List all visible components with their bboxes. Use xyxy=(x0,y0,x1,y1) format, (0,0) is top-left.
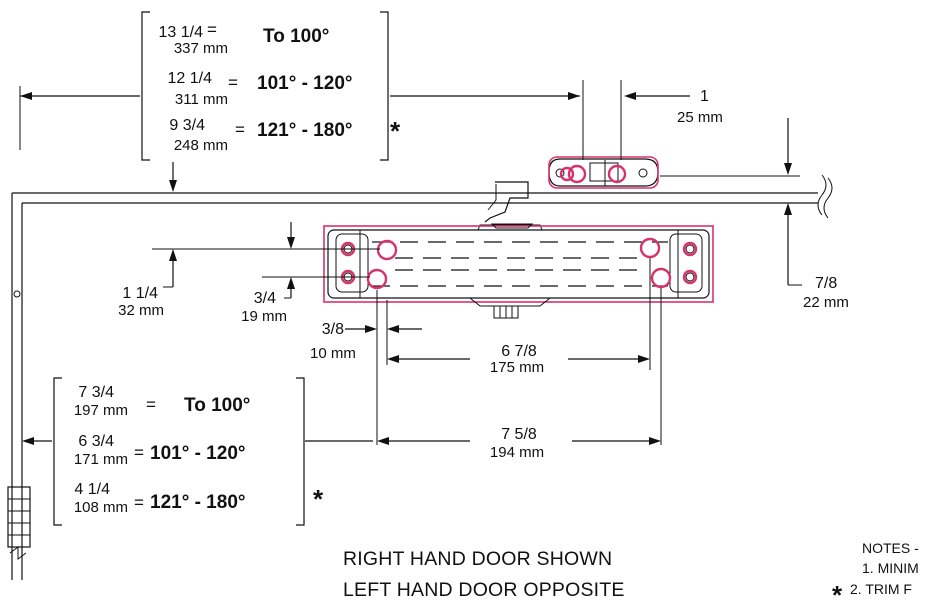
top-row2-angle: 101° - 120° xyxy=(257,73,352,94)
dim-1-mm-label: 25 mm xyxy=(677,109,723,126)
top-row1-mm: 337 mm xyxy=(174,40,228,57)
top-row1-equals: = xyxy=(207,20,217,39)
dim-1-1-4-mm-label: 32 mm xyxy=(118,302,164,319)
bottom-row2-mm: 171 mm xyxy=(74,451,128,468)
dim-7-5-8-mm-label: 194 mm xyxy=(490,444,544,461)
dim-3-8-inch-label: 3/8 xyxy=(322,321,344,338)
dim-7-8-inch-label: 7/8 xyxy=(815,275,837,292)
notes-item-1: 1. MINIM xyxy=(862,560,919,576)
top-spacing-table: 13 1/4 = 337 mm To 100° 12 1/4 = 311 mm … xyxy=(141,11,401,161)
top-row2-mm: 311 mm xyxy=(175,91,228,108)
top-table-star: * xyxy=(390,116,401,146)
dim-3-8-mm-label: 10 mm xyxy=(310,345,356,362)
arm-linkage xyxy=(477,181,543,231)
top-row3-inch: 9 3/4 xyxy=(169,117,205,134)
dim-1-inch-label: 1 xyxy=(700,88,709,105)
bottom-row2-inch: 6 3/4 xyxy=(78,433,114,450)
dim-6-7-8-mm-label: 175 mm xyxy=(490,359,544,376)
dim-3-8: 3/8 10 mm xyxy=(310,290,422,445)
dim-7-8-mm-label: 22 mm xyxy=(803,294,849,311)
dim-7-5-8: 7 5/8 194 mm xyxy=(377,288,662,461)
notes-title: NOTES - xyxy=(862,540,919,556)
top-row2-equals: = xyxy=(228,73,238,92)
bottom-spacing-table: 7 3/4 197 mm = To 100° 6 3/4 171 mm = 10… xyxy=(53,377,324,526)
bottom-row3-inch: 4 1/4 xyxy=(74,481,110,498)
bottom-row2-equals: = xyxy=(134,443,144,462)
closer-body xyxy=(323,223,714,319)
bottom-arrow-line xyxy=(22,437,373,445)
top-row2-inch: 12 1/4 xyxy=(168,70,213,87)
dim-7-8: 7/8 22 mm xyxy=(660,118,849,311)
bottom-row1-equals: = xyxy=(146,395,156,414)
top-arrow-line xyxy=(19,80,584,192)
notes-star: * xyxy=(832,580,843,605)
notes-item-2: 2. TRIM F xyxy=(850,581,912,597)
dim-7-5-8-inch-label: 7 5/8 xyxy=(501,426,537,443)
bottom-row1-inch: 7 3/4 xyxy=(78,384,114,401)
top-row1-angle: To 100° xyxy=(263,26,329,47)
caption-line-2: LEFT HAND DOOR OPPOSITE xyxy=(343,579,625,601)
top-row3-equals: = xyxy=(235,120,245,139)
dim-6-7-8-inch-label: 6 7/8 xyxy=(501,343,537,360)
bottom-row3-equals: = xyxy=(134,493,144,512)
bottom-row1-mm: 197 mm xyxy=(74,402,128,419)
top-row3-mm: 248 mm xyxy=(174,137,228,154)
dim-6-7-8: 6 7/8 175 mm xyxy=(387,258,651,376)
caption-line-1: RIGHT HAND DOOR SHOWN xyxy=(343,548,612,570)
dim-1-inch: 1 25 mm xyxy=(620,80,723,160)
door-frame xyxy=(11,174,833,580)
bottom-table-star: * xyxy=(313,484,324,514)
bottom-row3-angle: 121° - 180° xyxy=(150,492,245,513)
arm-shoe-bracket xyxy=(548,156,659,189)
dim-1-1-4-inch-label: 1 1/4 xyxy=(122,285,158,302)
top-row1-inch: 13 1/4 xyxy=(159,24,204,41)
bottom-row1-angle: To 100° xyxy=(184,395,250,416)
dim-3-4-inch-label: 3/4 xyxy=(254,290,276,307)
dim-1-1-4-and-3-4: 1 1/4 32 mm 3/4 19 mm xyxy=(118,222,380,325)
dim-3-4-mm-label: 19 mm xyxy=(241,308,287,325)
bottom-row3-mm: 108 mm xyxy=(74,499,128,516)
top-row3-angle: 121° - 180° xyxy=(257,120,352,141)
hinge-icon xyxy=(7,486,31,560)
bottom-row2-angle: 101° - 120° xyxy=(150,443,245,464)
